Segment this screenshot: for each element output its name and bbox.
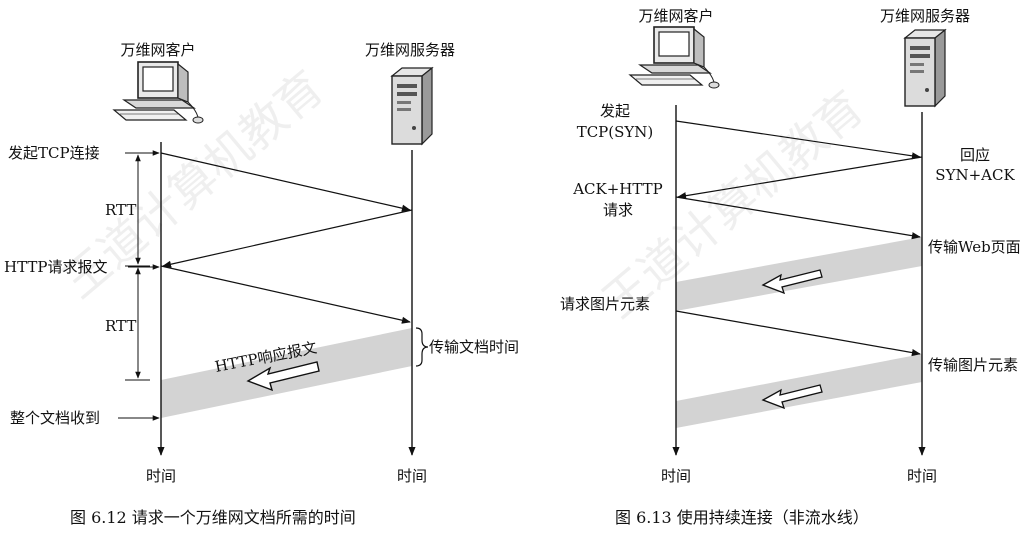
right-synack-message	[677, 156, 923, 200]
right-label-ack-line2: 请求	[603, 201, 633, 219]
left-label-rtt1: RTT	[105, 201, 136, 219]
right-diagram: 万维网客户 万维网服务器 发起 TCP(SYN) 回应 SYN+ACK ACK+…	[560, 7, 1021, 527]
right-label-synack-line2: SYN+ACK	[935, 166, 1015, 184]
left-syn-message	[160, 152, 411, 212]
right-label-synack-line1: 回应	[960, 146, 990, 164]
left-response-direction-arrow-icon	[246, 361, 320, 392]
left-label-transfer-time: 传输文档时间	[429, 338, 519, 356]
server-icon	[904, 29, 946, 107]
left-http-request-message	[160, 265, 411, 324]
right-label-web-page: 传输Web页面	[928, 238, 1021, 256]
left-label-received: 整个文档收到	[10, 409, 100, 427]
left-label-start-tcp: 发起TCP连接	[8, 144, 100, 162]
right-label-syn-line1: 发起	[600, 102, 630, 120]
client-computer-icon	[629, 26, 720, 89]
right-client-label: 万维网客户	[638, 7, 713, 25]
right-label-syn-line2: TCP(SYN)	[577, 123, 654, 141]
left-server-label: 万维网服务器	[365, 41, 455, 59]
left-diagram: 万维网客户 万维网服务器 发起TCP连接 RTT HTTP请求报文 RTT HT…	[4, 41, 519, 527]
right-server-label: 万维网服务器	[880, 7, 970, 25]
server-icon	[391, 67, 433, 145]
right-caption: 图 6.13 使用持续连接（非流水线）	[615, 508, 869, 527]
left-label-rtt2: RTT	[105, 317, 136, 335]
right-web-direction-arrow-icon	[761, 269, 823, 295]
right-image-direction-arrow-icon	[761, 384, 823, 410]
right-label-ack-line1: ACK+HTTP	[572, 180, 663, 198]
right-web-page-band	[676, 237, 922, 311]
right-client-time-label: 时间	[661, 467, 691, 485]
left-caption: 图 6.12 请求一个万维网文档所需的时间	[70, 508, 356, 527]
left-client-label: 万维网客户	[120, 41, 195, 59]
client-computer-icon	[113, 61, 204, 124]
left-synack-message	[162, 209, 413, 268]
right-image-request-message	[675, 310, 921, 357]
left-label-http-request: HTTP请求报文	[4, 258, 107, 276]
left-client-time-label: 时间	[146, 467, 176, 485]
right-label-request-image: 请求图片元素	[560, 295, 650, 313]
left-server-time-label: 时间	[397, 467, 427, 485]
right-syn-message	[675, 120, 921, 160]
right-ack-http-message	[675, 196, 921, 240]
left-transfer-brace	[415, 327, 429, 367]
right-server-time-label: 时间	[907, 467, 937, 485]
right-label-image: 传输图片元素	[928, 356, 1018, 374]
